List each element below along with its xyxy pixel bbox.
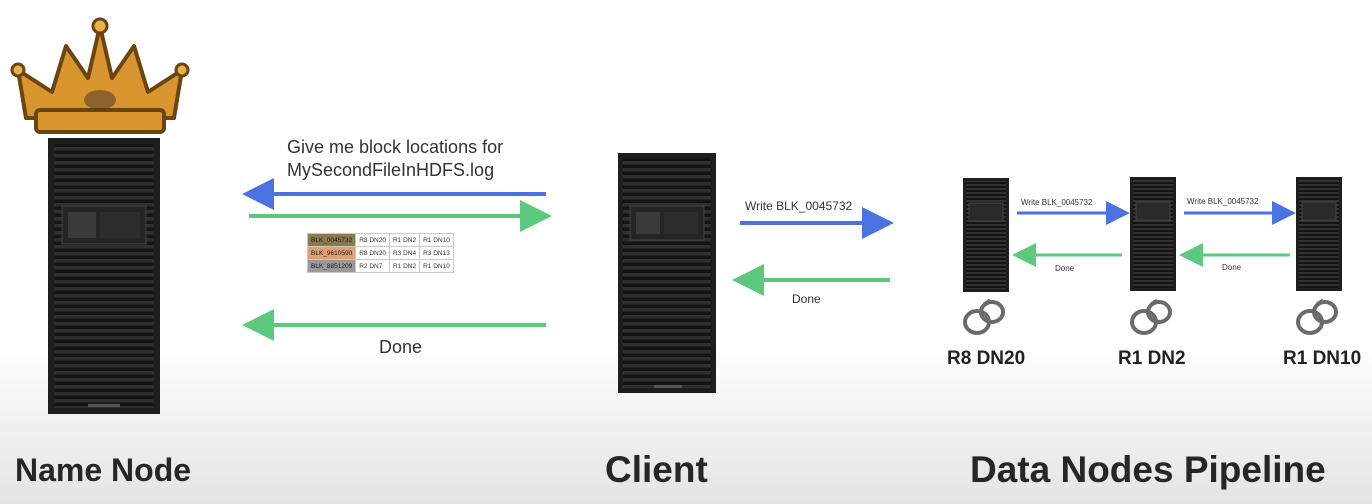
block-id-cell: BLK_0045732 <box>306 233 357 247</box>
location-cell: R3 DN13 <box>419 246 454 260</box>
location-cell: R1 DN10 <box>419 233 454 247</box>
data-node-label: R8 DN20 <box>947 348 1026 369</box>
handcuffs-icon <box>1296 298 1338 335</box>
data-node-label: R1 DN2 <box>1118 348 1186 369</box>
crown-icon <box>10 17 190 134</box>
pipeline-heading: Data Nodes Pipeline <box>970 449 1326 490</box>
server-tower-icon <box>48 138 160 414</box>
done-label-dn1: Done <box>1055 264 1075 273</box>
block-id-cell: BLK_9610590 <box>306 246 357 260</box>
server-tower-icon <box>963 178 1009 292</box>
done-label-namenode: Done <box>379 337 423 357</box>
server-tower-icon <box>618 153 716 393</box>
write-label-dn1: Write BLK_0045732 <box>1021 198 1093 207</box>
location-cell: R8 DN20 <box>355 246 390 260</box>
location-cell: R3 DN4 <box>388 246 421 260</box>
done-label-dn2: Done <box>1222 263 1242 272</box>
request-message-line1: Give me block locations for <box>287 137 504 157</box>
request-message: Give me block locations for MySecondFile… <box>287 136 503 182</box>
done-label-client: Done <box>792 292 821 306</box>
server-tower-icon <box>1130 177 1176 291</box>
write-label-dn2: Write BLK_0045732 <box>1187 197 1259 206</box>
location-cell: R1 DN2 <box>388 233 421 247</box>
handcuffs-icon <box>1130 298 1172 335</box>
client-heading: Client <box>605 449 708 490</box>
server-tower-icon <box>1296 177 1342 291</box>
write-label-client: Write BLK_0045732 <box>745 199 853 213</box>
name-node-heading: Name Node <box>15 452 192 488</box>
location-cell: R8 DN20 <box>355 233 390 247</box>
location-cell: R1 DN10 <box>419 259 454 273</box>
data-node-label: R1 DN10 <box>1283 348 1362 369</box>
request-message-line2: MySecondFileInHDFS.log <box>287 160 495 180</box>
block-id-cell: BLK_8851209 <box>306 259 357 273</box>
location-cell: R2 DN7 <box>355 259 390 273</box>
handcuffs-icon <box>963 298 1005 335</box>
location-cell: R1 DN2 <box>388 259 421 273</box>
